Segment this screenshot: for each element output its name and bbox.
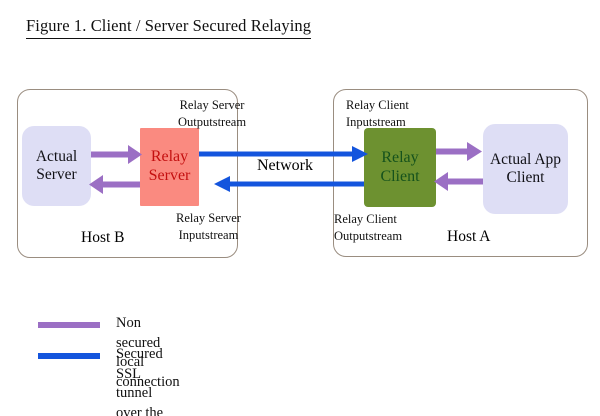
legend-label-non-secured: Non secured local connection bbox=[116, 315, 180, 390]
actual-app-client-label-line1: Actual App bbox=[489, 151, 562, 169]
host-b-container bbox=[17, 89, 238, 258]
actual-server-label-line2: Server bbox=[36, 166, 77, 183]
host-b-label: Host B bbox=[81, 229, 125, 246]
relay-server-label-line2: Server bbox=[148, 167, 191, 184]
legend-swatch-purple bbox=[38, 322, 100, 328]
actual-server-node: Actual Server bbox=[22, 126, 91, 206]
relay-server-node: Relay Server bbox=[140, 128, 199, 206]
relay-server-outputstream-label: Relay Server Outputstream bbox=[178, 98, 247, 129]
actual-app-client-node: Actual App Client bbox=[483, 124, 568, 214]
relay-client-outputstream-label: Relay Client Outputstream bbox=[334, 212, 403, 243]
network-label: Network bbox=[257, 157, 313, 174]
legend-label-secured-ssl: Secured SSL tunnel over the network bbox=[116, 346, 164, 416]
host-a-label: Host A bbox=[447, 228, 491, 245]
relay-server-inputstream-label: Relay Server Inputstream bbox=[176, 211, 241, 242]
relay-client-inputstream-label: Relay Client Inputstream bbox=[346, 98, 409, 129]
relay-server-label-line1: Relay bbox=[150, 148, 189, 166]
relay-client-label-line2: Client bbox=[380, 167, 420, 185]
actual-app-client-label-line2: Client bbox=[506, 169, 545, 186]
actual-server-label-line1: Actual bbox=[35, 148, 78, 166]
relay-client-node: Relay Client bbox=[364, 128, 436, 207]
host-a-container bbox=[333, 89, 588, 257]
relay-client-label-line1: Relay bbox=[381, 148, 419, 166]
page-title: Figure 1. Client / Server Secured Relayi… bbox=[26, 16, 312, 39]
legend-swatch-blue bbox=[38, 353, 100, 359]
